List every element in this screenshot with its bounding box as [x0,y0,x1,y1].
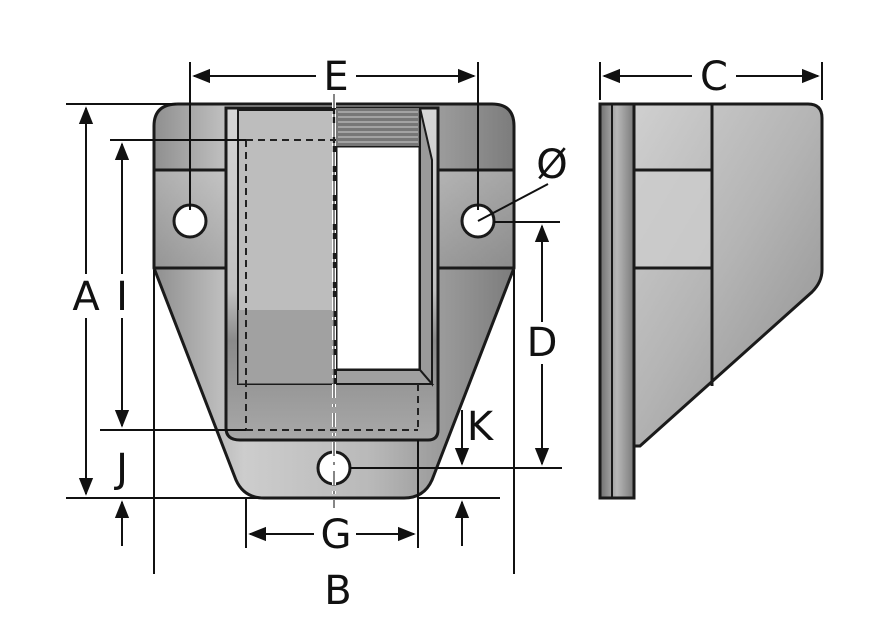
label-i: I [116,274,128,320]
side-body [616,102,824,448]
front-hidden-lines [245,139,419,431]
front-cutaway [334,144,422,372]
label-k: K [467,404,495,450]
label-j: J [113,446,128,492]
label-b: B [324,568,351,614]
label-diameter: Ø [536,142,567,188]
label-a: A [72,274,100,320]
side-view [598,102,824,500]
label-c: C [700,54,728,100]
label-g: G [321,512,352,558]
dimension-lines [66,62,823,574]
label-d: D [527,320,558,366]
front-view [152,94,516,508]
label-e: E [323,54,348,100]
side-flange [598,102,636,500]
